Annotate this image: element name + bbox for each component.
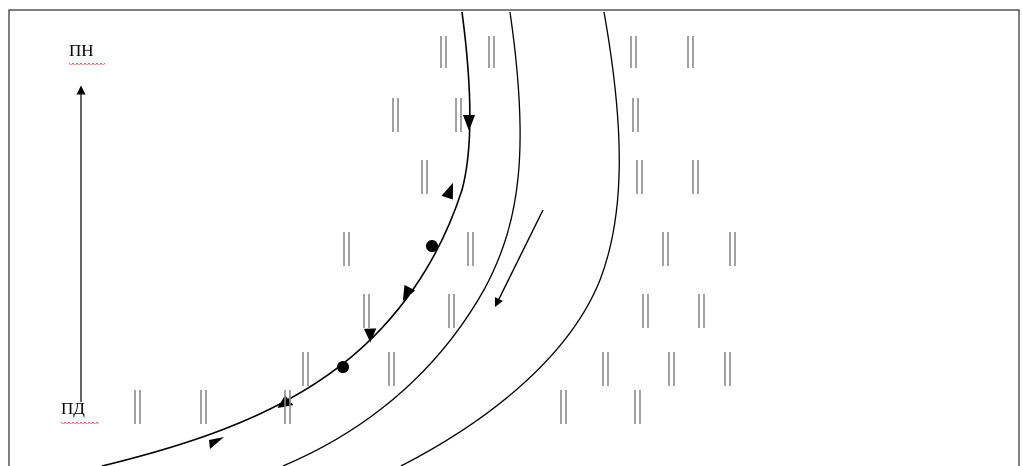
curve-dot-upper <box>426 240 438 252</box>
diagram-border <box>8 9 1020 466</box>
flow-arrow <box>494 209 544 308</box>
curve-arrowheads <box>209 115 475 449</box>
main-curve <box>101 11 471 466</box>
hatch-marks <box>134 36 736 424</box>
label-top: ПН <box>69 41 94 60</box>
label-bottom: ПД <box>61 399 85 418</box>
spellcheck-underline-bottom <box>61 421 99 425</box>
outer-curve <box>400 11 620 466</box>
middle-curve <box>282 11 521 466</box>
curve-dot-lower <box>337 361 349 373</box>
spellcheck-underline-top <box>69 62 105 66</box>
